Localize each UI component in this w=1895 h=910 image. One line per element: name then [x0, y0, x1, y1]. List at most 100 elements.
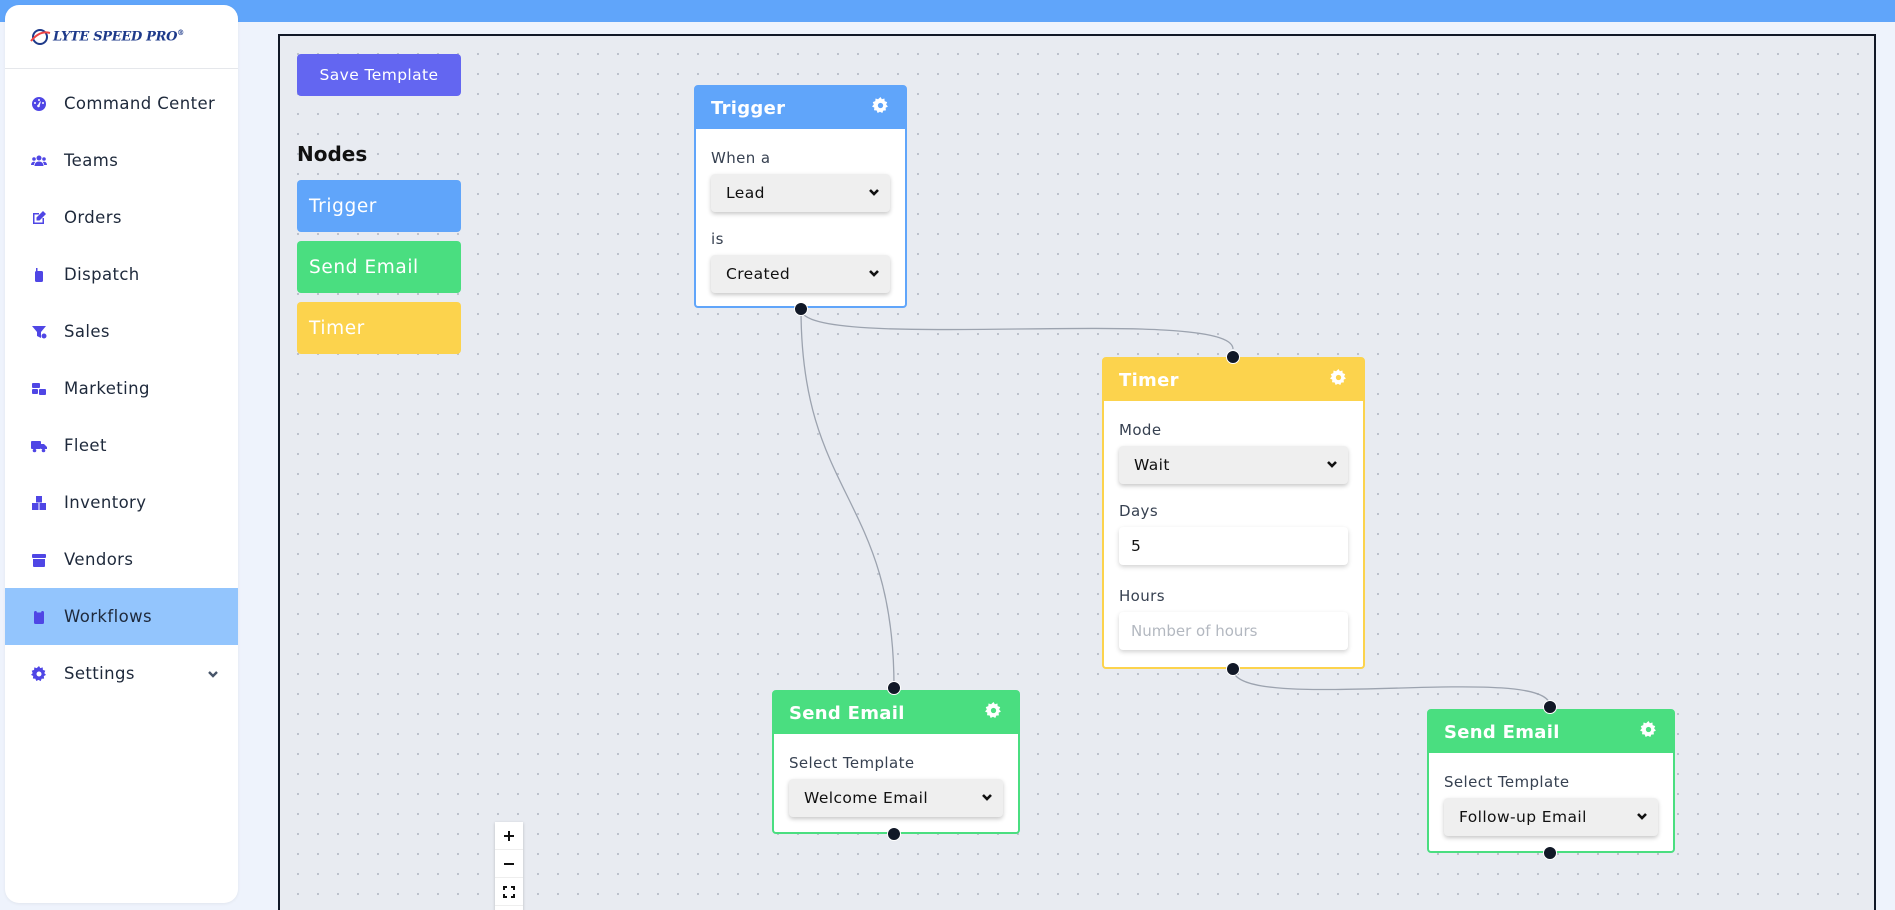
sidebar-item-settings[interactable]: Settings — [5, 645, 238, 702]
sidebar-item-inventory[interactable]: Inventory — [5, 474, 238, 531]
gear-icon — [30, 665, 48, 683]
send-email-input-handle[interactable] — [887, 681, 901, 695]
send-email-node-header[interactable]: Send Email — [1429, 711, 1673, 753]
sidebar-item-label: Teams — [64, 151, 119, 170]
sidebar-item-workflows[interactable]: Workflows — [5, 588, 238, 645]
select-template-label: Select Template — [789, 754, 915, 772]
workflow-canvas[interactable]: Save Template Nodes Trigger Send Email T… — [278, 34, 1876, 910]
zoom-out-button[interactable] — [495, 850, 523, 878]
sidebar-item-command-center[interactable]: Command Center — [5, 75, 238, 132]
select-template-label: Select Template — [1444, 773, 1570, 791]
boxes-icon — [30, 494, 48, 512]
timer-node[interactable]: Timer Mode Wait Days 5 Hours Number of h… — [1102, 357, 1365, 669]
gear-icon[interactable] — [985, 702, 1002, 724]
sidebar-item-fleet[interactable]: Fleet — [5, 417, 238, 474]
when-label: When a — [711, 149, 771, 167]
send-email-node-header[interactable]: Send Email — [774, 692, 1018, 734]
save-template-button[interactable]: Save Template — [297, 54, 461, 96]
edit-icon — [30, 209, 48, 227]
trigger-node-header[interactable]: Trigger — [696, 87, 905, 129]
days-label: Days — [1119, 502, 1159, 520]
gauge-icon — [30, 95, 48, 113]
event-select[interactable]: Created — [711, 255, 890, 293]
node-title: Send Email — [789, 702, 905, 724]
chevron-down-icon — [1326, 456, 1338, 474]
users-icon — [30, 152, 48, 170]
zoom-controls — [495, 822, 523, 910]
sidebar-item-marketing[interactable]: Marketing — [5, 360, 238, 417]
sidebar-item-label: Dispatch — [64, 265, 140, 284]
chevron-down-icon — [868, 265, 880, 283]
sidebar-item-label: Fleet — [64, 436, 107, 455]
sidebar-item-vendors[interactable]: Vendors — [5, 531, 238, 588]
mode-label: Mode — [1119, 421, 1162, 439]
entity-select-value: Lead — [726, 184, 765, 202]
send-email-output-handle[interactable] — [887, 827, 901, 841]
logo[interactable]: LYTE SPEED PRO® — [5, 5, 238, 69]
sidebar-item-orders[interactable]: Orders — [5, 189, 238, 246]
hours-input[interactable]: Number of hours — [1119, 612, 1348, 650]
sidebar-item-label: Settings — [64, 664, 135, 683]
template-select-value: Welcome Email — [804, 789, 929, 807]
sidebar-item-label: Vendors — [64, 550, 134, 569]
truck-icon — [30, 437, 48, 455]
send-email-input-handle[interactable] — [1543, 700, 1557, 714]
sidebar-item-label: Workflows — [64, 607, 152, 626]
template-select[interactable]: Welcome Email — [789, 779, 1003, 817]
nodes-palette-title: Nodes — [297, 142, 368, 166]
clipboard-icon — [30, 608, 48, 626]
logo-icon — [30, 28, 51, 45]
funnel-icon — [30, 323, 48, 341]
sidebar-nav: Command Center Teams Orders Dispatch Sal… — [5, 69, 238, 702]
palette-item-timer[interactable]: Timer — [297, 302, 461, 354]
entity-select[interactable]: Lead — [711, 174, 890, 212]
send-email-node[interactable]: Send Email Select Template Welcome Email — [772, 690, 1020, 834]
gear-icon[interactable] — [1330, 369, 1347, 391]
mail-bulk-icon — [30, 380, 48, 398]
top-bar — [0, 0, 1895, 22]
sidebar-item-teams[interactable]: Teams — [5, 132, 238, 189]
chevron-down-icon — [868, 184, 880, 202]
trigger-output-handle[interactable] — [794, 302, 808, 316]
minus-icon — [504, 862, 514, 865]
fit-view-button[interactable] — [495, 878, 523, 906]
plus-icon — [504, 830, 514, 841]
event-select-value: Created — [726, 265, 791, 283]
sidebar-item-label: Command Center — [64, 94, 216, 113]
trigger-node[interactable]: Trigger When a Lead is Created — [694, 85, 907, 308]
zoom-in-button[interactable] — [495, 822, 523, 850]
sidebar: LYTE SPEED PRO® Command Center Teams Ord… — [5, 5, 238, 903]
node-title: Timer — [1119, 369, 1179, 391]
chevron-down-icon[interactable] — [206, 666, 220, 685]
palette-item-trigger[interactable]: Trigger — [297, 180, 461, 232]
timer-input-handle[interactable] — [1226, 350, 1240, 364]
send-email-node[interactable]: Send Email Select Template Follow-up Ema… — [1427, 709, 1675, 853]
edge-trigger-to-email1[interactable] — [800, 308, 895, 688]
edge-timer-to-email2[interactable] — [1232, 668, 1551, 707]
is-label: is — [711, 230, 724, 248]
sidebar-item-label: Inventory — [64, 493, 147, 512]
sidebar-item-label: Marketing — [64, 379, 150, 398]
gear-icon[interactable] — [872, 97, 889, 119]
timer-node-header[interactable]: Timer — [1104, 359, 1363, 401]
archive-icon — [30, 551, 48, 569]
timer-output-handle[interactable] — [1226, 662, 1240, 676]
mode-select[interactable]: Wait — [1119, 446, 1348, 484]
send-email-output-handle[interactable] — [1543, 846, 1557, 860]
chevron-down-icon — [981, 789, 993, 807]
palette-item-send-email[interactable]: Send Email — [297, 241, 461, 293]
template-select[interactable]: Follow-up Email — [1444, 798, 1658, 836]
edge-trigger-to-timer[interactable] — [800, 308, 1234, 350]
days-input[interactable]: 5 — [1119, 527, 1348, 565]
walkie-talkie-icon — [30, 266, 48, 284]
gear-icon[interactable] — [1640, 721, 1657, 743]
sidebar-item-sales[interactable]: Sales — [5, 303, 238, 360]
node-title: Trigger — [711, 97, 786, 119]
fit-view-icon — [503, 885, 515, 898]
hours-label: Hours — [1119, 587, 1165, 605]
mode-select-value: Wait — [1134, 456, 1170, 474]
sidebar-item-label: Orders — [64, 208, 122, 227]
sidebar-item-dispatch[interactable]: Dispatch — [5, 246, 238, 303]
template-select-value: Follow-up Email — [1459, 808, 1587, 826]
chevron-down-icon — [1636, 808, 1648, 826]
